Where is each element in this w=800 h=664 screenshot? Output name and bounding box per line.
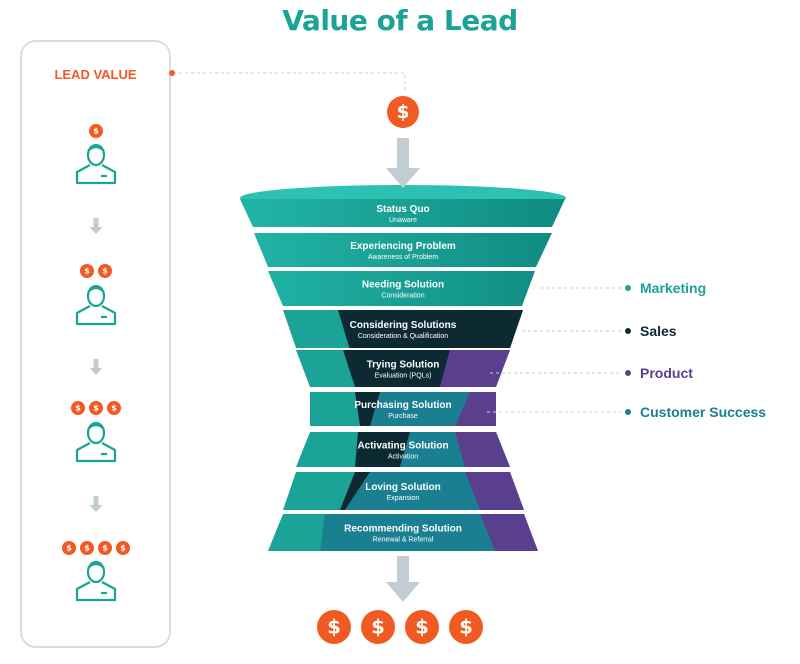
lead-value-panel (20, 40, 171, 648)
team-label: Product (640, 365, 693, 381)
page-title: Value of a Lead (282, 4, 518, 37)
team-dot (625, 328, 631, 334)
svg-text:$: $ (84, 544, 90, 553)
svg-text:$: $ (102, 544, 108, 553)
lead-person-icon (75, 560, 117, 602)
funnel-stage-subtitle: Consideration & Qualification (358, 333, 448, 340)
output-coin: $ (317, 610, 351, 644)
svg-text:$: $ (93, 127, 99, 136)
lead-coin: $ (116, 541, 130, 555)
funnel-band (254, 233, 552, 267)
team-dot (625, 370, 631, 376)
output-coin: $ (405, 610, 439, 644)
funnel-stage-title: Recommending Solution (344, 524, 462, 535)
svg-text:$: $ (66, 544, 72, 553)
funnel-band (296, 350, 510, 387)
funnel-stage-subtitle: Awareness of Problem (368, 254, 438, 261)
lead-person-icon (75, 284, 117, 326)
funnel-stage-title: Needing Solution (362, 280, 444, 291)
lead-progression: $ $ $ $ $ $ $ $ $ $ (62, 124, 130, 602)
svg-text:$: $ (327, 615, 341, 638)
lead-arrow-icon (89, 359, 103, 375)
svg-text:$: $ (397, 102, 410, 123)
funnel-band (283, 472, 524, 510)
svg-text:$: $ (459, 615, 473, 638)
lead-coin: $ (71, 401, 85, 415)
output-coins: $ $ $ $ (317, 556, 483, 644)
lead-coin: $ (98, 541, 112, 555)
svg-text:$: $ (111, 404, 117, 413)
output-coin: $ (361, 610, 395, 644)
funnel-stage-subtitle: Renewal & Referral (373, 537, 434, 544)
lead-person-icon (75, 421, 117, 463)
input-arrow-icon (386, 138, 420, 188)
funnel-stage-subtitle: Expansion (387, 495, 420, 502)
funnel-band (240, 199, 565, 227)
funnel-stage-subtitle: Unaware (389, 217, 417, 224)
svg-text:$: $ (371, 615, 385, 638)
connector-lines (169, 70, 406, 92)
funnel-stage-title: Experiencing Problem (350, 241, 456, 252)
team-label: Customer Success (640, 404, 766, 420)
funnel-stage-title: Status Quo (376, 204, 429, 215)
funnel-stage-subtitle: Activation (388, 454, 418, 461)
funnel-band (268, 271, 535, 306)
output-coin: $ (449, 610, 483, 644)
team-label: Sales (640, 323, 677, 339)
svg-text:$: $ (93, 404, 99, 413)
svg-text:$: $ (102, 267, 108, 276)
lead-coin: $ (80, 541, 94, 555)
lead-coin: $ (107, 401, 121, 415)
lead-coin: $ (80, 264, 94, 278)
input-coin: $ (387, 96, 419, 128)
funnel-band (268, 514, 538, 551)
funnel-stage-subtitle: Evaluation (PQLs) (375, 373, 432, 380)
funnel-stage-subtitle: Consideration (381, 293, 424, 300)
lead-person-icon (75, 143, 117, 185)
funnel-band (296, 432, 510, 467)
lead-value-label: LEAD VALUE (54, 67, 137, 82)
funnel-stage-title: Purchasing Solution (354, 400, 451, 411)
svg-text:$: $ (120, 544, 126, 553)
lead-coin: $ (89, 401, 103, 415)
lead-value-dot (169, 70, 175, 76)
funnel-stage-title: Considering Solutions (350, 320, 457, 331)
funnel-stage-title: Trying Solution (367, 360, 440, 371)
funnel-stage-subtitle: Purchase (388, 413, 418, 420)
team-dot (625, 285, 631, 291)
lead-coin: $ (89, 124, 103, 138)
team-dot (625, 409, 631, 415)
output-arrow-icon (386, 556, 420, 602)
funnel-band (283, 310, 523, 348)
team-label: Marketing (640, 280, 706, 296)
funnel-stage-title: Loving Solution (365, 482, 441, 493)
lead-coin: $ (62, 541, 76, 555)
svg-text:$: $ (415, 615, 429, 638)
svg-text:$: $ (75, 404, 81, 413)
svg-text:$: $ (84, 267, 90, 276)
lead-arrow-icon (89, 218, 103, 234)
funnel-stage-title: Activating Solution (357, 441, 448, 452)
lead-coin: $ (98, 264, 112, 278)
lead-arrow-icon (89, 496, 103, 512)
funnel-band (310, 392, 496, 426)
